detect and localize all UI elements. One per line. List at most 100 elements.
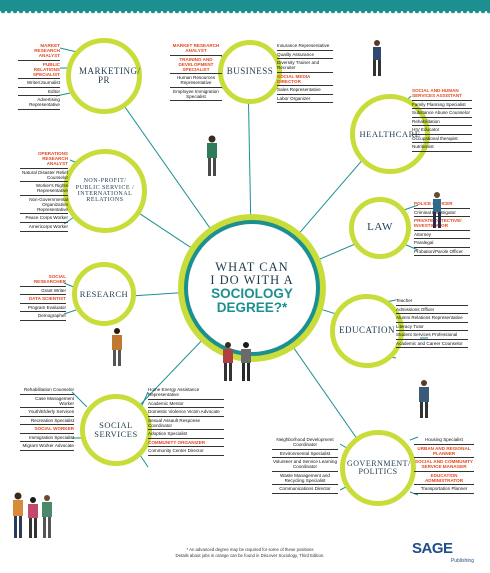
job-item: Waste Management and Recycling Specialis… (272, 472, 338, 486)
job-item: Advertising Representative (18, 96, 60, 110)
job-item: Literacy Tutor (396, 323, 468, 332)
footnote-line-1: * An advanced degree may be required for… (186, 547, 314, 552)
top-banner (0, 0, 490, 14)
logo-name: SAGE (412, 540, 453, 557)
center-circle: WHAT CAN I DO WITH A SOCIOLOGY DEGREE?* (178, 214, 326, 362)
job-item: Editor (18, 88, 60, 97)
job-item: Recreation Specialist (20, 417, 74, 426)
job-item: EDUCATION ADMINISTRATOR (414, 472, 474, 486)
job-item: Diversity Trainer and Recruiter (277, 59, 333, 73)
job-item: Alumni Relations Representative (396, 314, 468, 323)
logo-sub: Publishing (450, 558, 474, 564)
person-figure (373, 40, 381, 76)
job-item: Case Management Worker (20, 395, 74, 409)
job-item: SOCIAL WORKER (20, 425, 74, 434)
job-item: Rehabilitation (412, 118, 472, 127)
job-item: Substance Abuse Counselor (412, 109, 472, 118)
center-line-3: SOCIOLOGY (211, 285, 293, 301)
job-item: TRAINING AND DEVELOPMENT SPECIALIST (170, 56, 222, 75)
job-item: COMMUNITY ORGANIZER (148, 439, 224, 448)
person-figure (223, 342, 251, 381)
job-item: Occupational therapist (412, 135, 472, 144)
job-item: Youth/Elderly Services (20, 408, 74, 417)
circle-government-label: GOVERNMENT/ POLITICS (347, 458, 411, 476)
job-item: Adoption Specialist (148, 430, 224, 439)
job-item: SOCIAL AND HUMAN SERVICES ASSISTANT (412, 87, 472, 101)
circle-nonprofit-label: NON-PROFIT/ PUBLIC SERVICE / INTERNATION… (75, 178, 135, 204)
job-item: Communications Director (272, 485, 338, 494)
job-item: Transportation Planner (414, 485, 474, 494)
circle-marketing: MARKETING/ PR (66, 38, 142, 114)
job-item: Domestic Violence Victim Advocate (148, 408, 224, 417)
circle-education-label: EDUCATION (339, 325, 395, 336)
person-figure (207, 135, 217, 176)
footnote-line-2: Details about jobs in orange can be foun… (175, 552, 325, 558)
circle-healthcare-label: HEALTHCARE (359, 128, 421, 139)
center-line-2: I DO WITH A (210, 272, 294, 287)
job-item: Americorps Worker (20, 223, 68, 232)
job-item: Admissions Officer (396, 306, 468, 315)
job-item: Worker's Rights Representative (20, 182, 68, 196)
job-item: Attorney (414, 231, 470, 240)
job-item: Peace Corps Worker (20, 214, 68, 224)
job-item: Housing Specialist (414, 436, 474, 445)
person-figure (112, 328, 122, 366)
job-item: Labor Organizer (277, 95, 333, 104)
job-item: Quality Assurance (277, 51, 333, 60)
job-item: Rehabilitation Counselor (20, 386, 74, 395)
job-item: SOCIAL AND COMMUNITY SERVICE MANAGER (414, 458, 474, 472)
circle-law-label: LAW (367, 221, 393, 234)
job-item: SOCIAL RESEARCHER (20, 273, 66, 287)
job-item: MARKET RESEARCH ANALYST (170, 42, 222, 56)
job-item: Migrant Worker Advocate (20, 442, 74, 451)
job-item: Insurance Representative (277, 42, 333, 51)
person-figure (419, 380, 429, 418)
job-item: Demographer (20, 312, 66, 321)
people-group (13, 492, 52, 538)
job-item: MARKET RESEARCH ANALYST (18, 42, 60, 61)
job-item: Sales Representative (277, 86, 333, 95)
footnote: * An advanced degree may be required for… (150, 547, 350, 558)
job-item: Teacher (396, 297, 468, 306)
job-item: Family Planning Specialist (412, 101, 472, 110)
circle-business: BUSINESS (218, 40, 282, 104)
job-item: Program Evaluator (20, 304, 66, 313)
job-item: Paralegal (414, 239, 470, 248)
job-item: Home Energy Assistance Representative (148, 386, 224, 400)
job-item: Sexual Assault Response Coordinator (148, 417, 224, 431)
job-item: Student Services Professional (396, 331, 468, 340)
circle-marketing-label: MARKETING/ PR (79, 65, 141, 85)
job-item: Immigration Specialist (20, 434, 74, 443)
center-line-4: DEGREE?* (216, 300, 288, 316)
circle-research: RESEARCH (72, 262, 136, 326)
circle-social-services-label: SOCIAL SERVICES (94, 420, 138, 439)
circle-research-label: RESEARCH (79, 288, 129, 299)
job-item: PRIVATE DETECTIVE/ INVESTIGATOR (414, 217, 470, 231)
circle-business-label: BUSINESS (226, 66, 274, 77)
job-item: Community Center Director (148, 447, 224, 456)
circle-education: EDUCATION (330, 294, 404, 368)
circle-nonprofit: NON-PROFIT/ PUBLIC SERVICE / INTERNATION… (63, 149, 147, 233)
job-item: OPERATIONS RESEARCH ANALYST (20, 150, 68, 169)
job-item: Probation/Parole Officer (414, 248, 470, 257)
job-item: Environmental Specialist (272, 450, 338, 459)
job-item: Nutritionist (412, 143, 472, 152)
job-item: URBAN AND REGIONAL PLANNER (414, 445, 474, 459)
circle-government: GOVERNMENT/ POLITICS (340, 430, 416, 506)
job-item: HIV Educator (412, 126, 472, 135)
job-item: Grant Writer (20, 287, 66, 296)
circle-social-services: SOCIAL SERVICES (80, 394, 152, 466)
circle-law: LAW (349, 197, 411, 259)
sage-logo: SAGE Publishing (412, 540, 482, 564)
job-item: Natural Disaster Relief Counselor (20, 169, 68, 183)
job-item: PUBLIC RELATIONS SPECIALIST (18, 61, 60, 80)
